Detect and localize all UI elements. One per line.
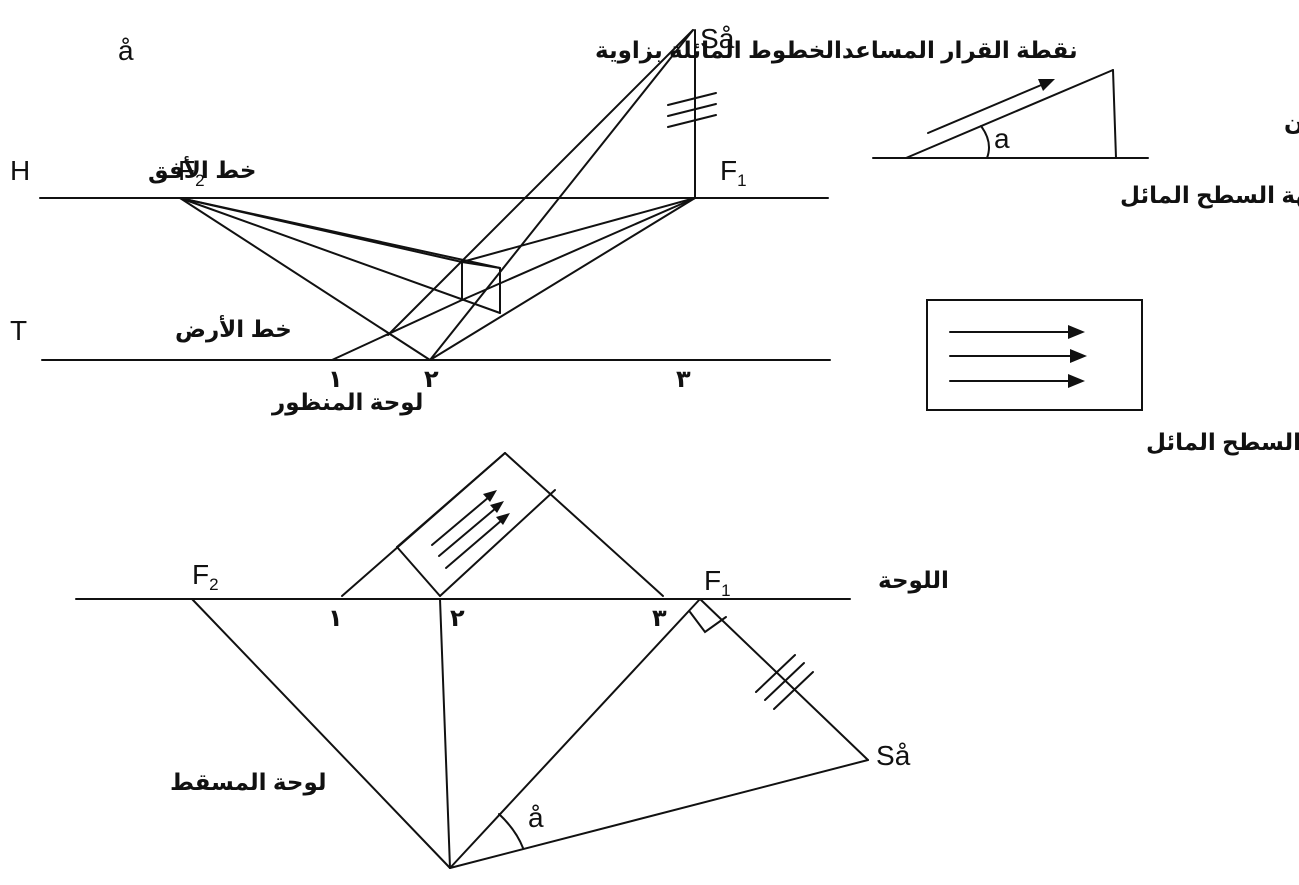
rect-inner-edge [396, 452, 506, 548]
line-point1-to-box [331, 299, 463, 361]
line-f2-to-box [179, 197, 501, 314]
plan-alpha-label: å [528, 802, 544, 833]
angle-a-label: a [994, 123, 1010, 154]
projection-rectangle [926, 299, 1143, 411]
rect-inner-edge [396, 546, 441, 597]
perspective-plane-label: لوحة المنظور [271, 389, 423, 416]
hatch-mark [667, 92, 717, 106]
face-vertical-line [1112, 69, 1117, 159]
horizon-letter: H [10, 155, 30, 186]
rect-arrow-3 [445, 519, 503, 569]
plan-view: F2 F1 اللوحة ١ ٢ ٣ Så å لوحة المسقط [75, 452, 949, 869]
inclined-face-view: a زاوية الميلان واجهة السطح المائل [872, 69, 1299, 209]
projection-arrowhead-1 [1068, 325, 1085, 339]
line-f1-to-box2 [461, 197, 696, 301]
face-arrow-shaft [927, 82, 1047, 134]
line-s-to-point1 [387, 29, 694, 336]
rect-edge [504, 452, 664, 597]
rect-arrow-1 [431, 496, 490, 546]
rect-arrowhead-2 [490, 501, 504, 513]
inclined-projection-view: مسقط السطح المائل [926, 299, 1299, 456]
plan-number-1: ١ [328, 605, 343, 632]
ground-label: خط الأرض [175, 314, 292, 343]
rect-arrowhead-1 [483, 490, 497, 502]
ground-letter: T [10, 315, 27, 346]
inclined-face-label: واجهة السطح المائل [1120, 182, 1299, 209]
plan-point-f1-label: F1 [704, 565, 731, 600]
point-s-label: Så [700, 23, 735, 54]
perspective-view: نقطة القرار المساعدالخطوط المائلة بزاوية… [10, 23, 1078, 416]
title-alpha: å [118, 35, 134, 66]
rect-inner-edge [439, 489, 556, 597]
ground-number-2: ٢ [424, 366, 439, 393]
face-arrow-head [1038, 79, 1055, 91]
hatch-mark [667, 103, 717, 117]
line-point2-to-apex [439, 598, 451, 869]
point-f1-label: F1 [720, 155, 747, 190]
hatch-mark [755, 654, 796, 693]
title-vanishing-label: نقطة القرار المساعدالخطوط المائلة بزاوية [595, 37, 1078, 64]
line-s-to-point2 [429, 29, 694, 361]
inclination-angle-label: زاوية الميلان [1284, 109, 1299, 136]
plan-number-3: ٣ [652, 605, 667, 632]
line-f1-to-s [699, 598, 869, 761]
line-apex-to-s [449, 759, 869, 869]
hatch-mark [667, 114, 717, 128]
plan-point-s-label: Så [876, 740, 911, 771]
line-f1-to-box [461, 197, 696, 263]
plan-number-2: ٢ [450, 605, 465, 632]
rect-arrowhead-3 [496, 513, 510, 525]
line-f2-to-box-top2 [179, 197, 501, 269]
hatch-mark [764, 662, 805, 701]
line-f1-to-point2 [429, 197, 696, 361]
plan-plane-label: لوحة المسقط [170, 769, 327, 796]
picture-plane-label: اللوحة [878, 567, 949, 594]
projection-arrowhead-3 [1068, 374, 1085, 388]
ground-number-1: ١ [328, 366, 343, 393]
ground-number-3: ٣ [676, 366, 691, 393]
horizon-label: خط الأفق [148, 155, 256, 184]
point-f2-label: F2 [178, 155, 205, 190]
line-f1-to-apex [449, 598, 701, 869]
inclined-projection-label: مسقط السطح المائل [1146, 429, 1299, 456]
face-slope-line [905, 69, 1114, 159]
right-angle-mark [689, 611, 727, 634]
box-top-edge [461, 261, 501, 269]
projection-arrowhead-2 [1070, 349, 1087, 363]
alpha-angle-arc [498, 813, 524, 849]
rect-arrow-2 [438, 507, 497, 557]
plan-point-f2-label: F2 [192, 559, 219, 594]
angle-arc [980, 125, 990, 159]
hatch-mark [773, 671, 814, 710]
line-f2-to-apex [191, 598, 451, 869]
